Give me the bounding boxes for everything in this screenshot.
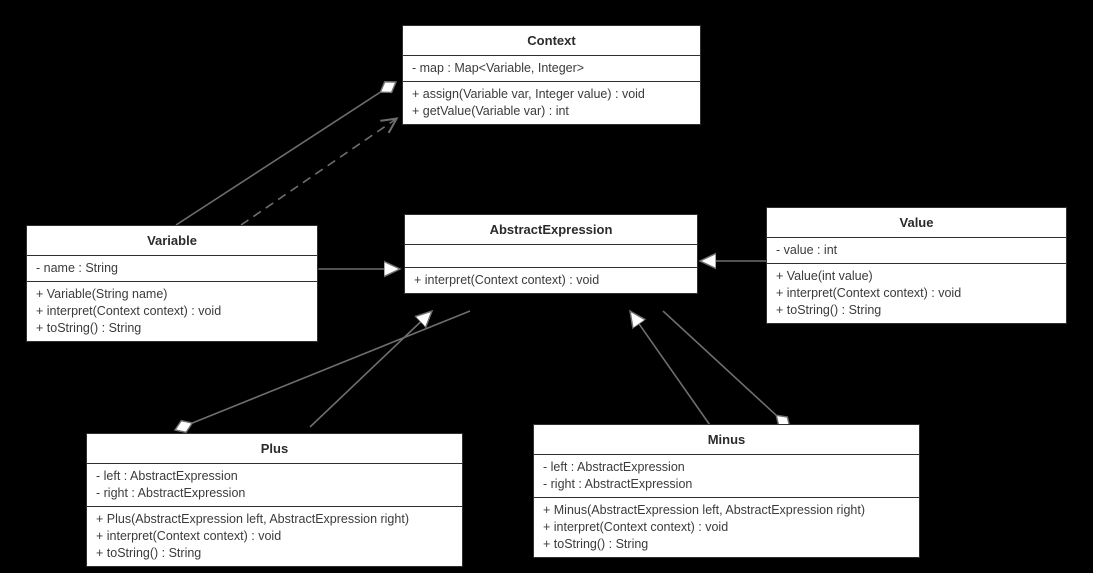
- edge-minus-abstractexpression: [630, 311, 713, 429]
- class-attribute: - value : int: [776, 243, 838, 257]
- class-attributes-abstractexpression: [405, 244, 697, 267]
- class-operations-value: + Value(int value) + interpret(Context c…: [767, 263, 1066, 323]
- class-attributes-plus: - left : AbstractExpression - right : Ab…: [87, 463, 462, 506]
- class-name-minus: Minus: [707, 432, 746, 447]
- class-operation: + assign(Variable var, Integer value) : …: [412, 87, 645, 101]
- class-operation: + toString() : String: [36, 321, 142, 335]
- class-box-plus[interactable]: Plus - left : AbstractExpression - right…: [86, 433, 463, 567]
- edge-plus-abstractexpression: [309, 311, 432, 428]
- class-operation: + interpret(Context context) : void: [414, 273, 600, 287]
- edge-minus-aggregation: [662, 310, 790, 428]
- class-operation: + Variable(String name): [36, 287, 168, 301]
- class-operation: + getValue(Variable var) : int: [412, 104, 569, 118]
- class-attribute: - right : AbstractExpression: [543, 477, 693, 491]
- class-attribute: - right : AbstractExpression: [96, 486, 246, 500]
- class-operation: + Value(int value): [776, 269, 873, 283]
- class-operation: + Minus(AbstractExpression left, Abstrac…: [543, 503, 866, 517]
- class-box-value[interactable]: Value - value : int + Value(int value) +…: [766, 207, 1067, 324]
- class-operation: + toString() : String: [543, 537, 649, 551]
- class-attributes-context: - map : Map<Variable, Integer>: [403, 55, 700, 81]
- class-attributes-variable: - name : String: [27, 255, 317, 281]
- class-attribute: - name : String: [36, 261, 118, 275]
- class-operations-context: + assign(Variable var, Integer value) : …: [403, 81, 700, 124]
- class-attribute: - left : AbstractExpression: [96, 469, 238, 483]
- class-attribute: - left : AbstractExpression: [543, 460, 685, 474]
- class-operation: + interpret(Context context) : void: [776, 286, 962, 300]
- class-box-abstractexpression[interactable]: AbstractExpression + interpret(Context c…: [404, 214, 698, 294]
- class-box-minus[interactable]: Minus - left : AbstractExpression - righ…: [533, 424, 920, 558]
- class-operation: + interpret(Context context) : void: [96, 529, 282, 543]
- class-operation: + Plus(AbstractExpression left, Abstract…: [96, 512, 409, 526]
- class-name-value: Value: [899, 215, 934, 230]
- class-name-variable: Variable: [147, 233, 197, 248]
- class-attribute: - map : Map<Variable, Integer>: [412, 61, 585, 75]
- class-operations-plus: + Plus(AbstractExpression left, Abstract…: [87, 506, 462, 566]
- class-operation: + toString() : String: [96, 546, 202, 560]
- class-box-context[interactable]: Context - map : Map<Variable, Integer> +…: [402, 25, 701, 125]
- class-operations-abstractexpression: + interpret(Context context) : void: [405, 267, 697, 293]
- class-operation: + interpret(Context context) : void: [36, 304, 222, 318]
- class-operations-variable: + Variable(String name) + interpret(Cont…: [27, 281, 317, 341]
- class-name-abstractexpression: AbstractExpression: [489, 222, 613, 237]
- class-operations-minus: + Minus(AbstractExpression left, Abstrac…: [534, 497, 919, 557]
- class-name-plus: Plus: [260, 441, 289, 456]
- class-operation: + toString() : String: [776, 303, 882, 317]
- class-name-context: Context: [527, 33, 576, 48]
- edge-variable-context-aggregation: [175, 82, 396, 226]
- class-attributes-value: - value : int: [767, 237, 1066, 263]
- class-attributes-minus: - left : AbstractExpression - right : Ab…: [534, 454, 919, 497]
- class-box-variable[interactable]: Variable - name : String + Variable(Stri…: [26, 225, 318, 342]
- edge-variable-context-dependency: [240, 119, 396, 226]
- class-operation: + interpret(Context context) : void: [543, 520, 729, 534]
